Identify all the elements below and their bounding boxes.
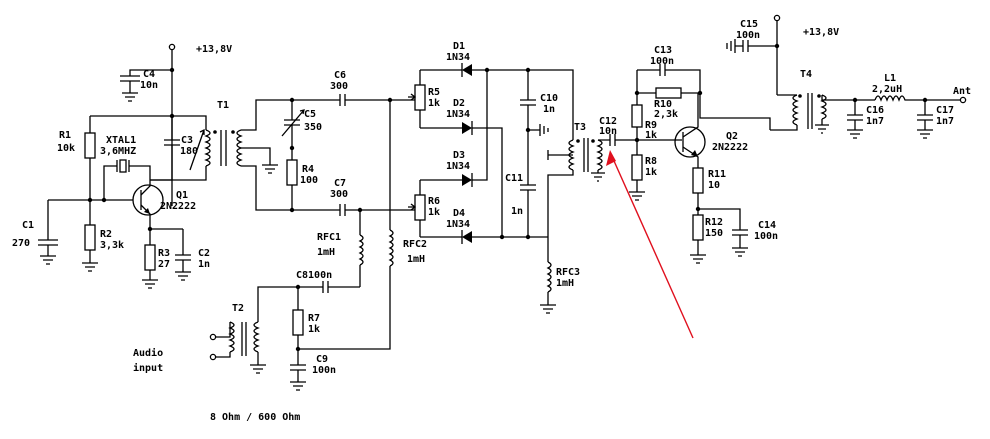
c8-label: C8100n [296,270,332,281]
t1-label: T1 [217,100,229,111]
antenna-label: Ant [953,86,971,97]
output-section [726,14,967,139]
t4-label: T4 [800,69,812,80]
vcc-right-label: +13,8V [803,27,839,38]
t3-label: T3 [574,122,586,133]
impedance-label: 8 Ohm / 600 Ohm [210,412,300,423]
diode-ring-section [408,63,655,314]
annotation-arrow [606,150,694,339]
t2-label: T2 [232,303,244,314]
amplifier-section [629,64,771,264]
vcc-left-label: +13,8V [196,44,232,55]
oscillator-section [38,43,243,289]
splitter-section [209,94,420,391]
